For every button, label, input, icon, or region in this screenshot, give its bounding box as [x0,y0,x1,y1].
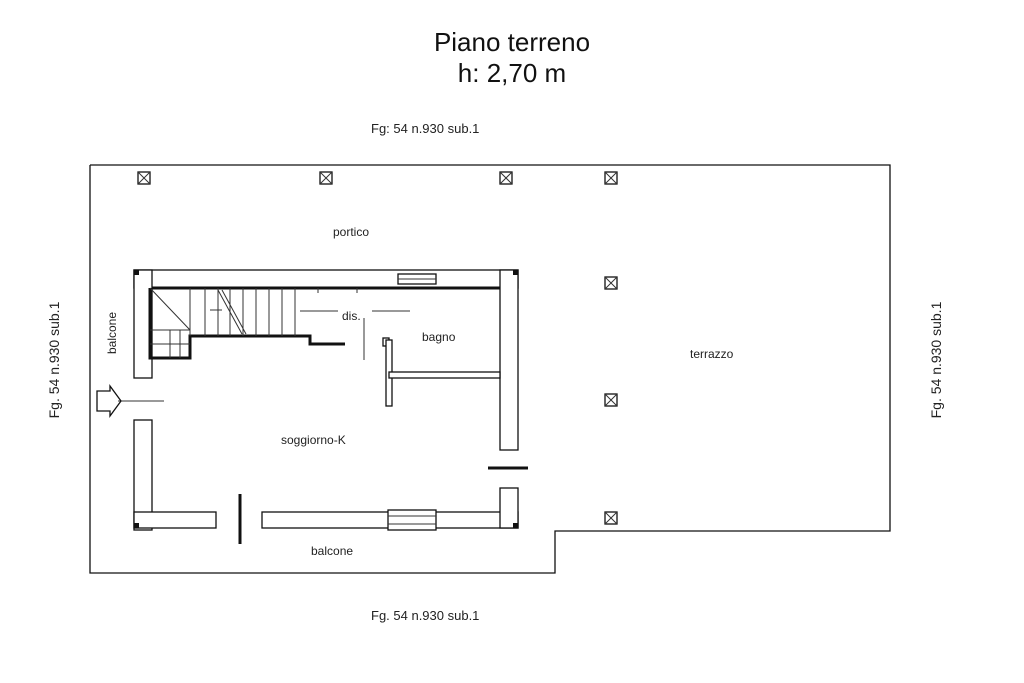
interior-partitions [300,288,501,407]
staircase [148,287,345,360]
room-label-balcone-bottom: balcone [311,544,354,558]
boundary-label-top: Fg: 54 n.930 sub.1 [371,121,480,136]
house-walls [133,269,519,531]
room-label-portico: portico [333,225,370,239]
entrance-arrow-icon [96,384,122,418]
plan-title: Piano terreno [433,27,591,57]
room-label-terrazzo: terrazzo [690,347,734,361]
room-label-soggiorno: soggiorno-K [281,433,346,447]
room-label-bagno: bagno [422,330,456,344]
lot-outline [89,164,891,574]
height-label: h: 2,70 m [457,58,567,88]
pillar-cross-box-icon [137,171,618,525]
openings [118,400,528,544]
room-label-balcone-left: balcone [105,311,119,355]
boundary-label-bottom: Fg. 54 n.930 sub.1 [371,608,480,623]
room-label-dis: dis. [342,309,361,323]
